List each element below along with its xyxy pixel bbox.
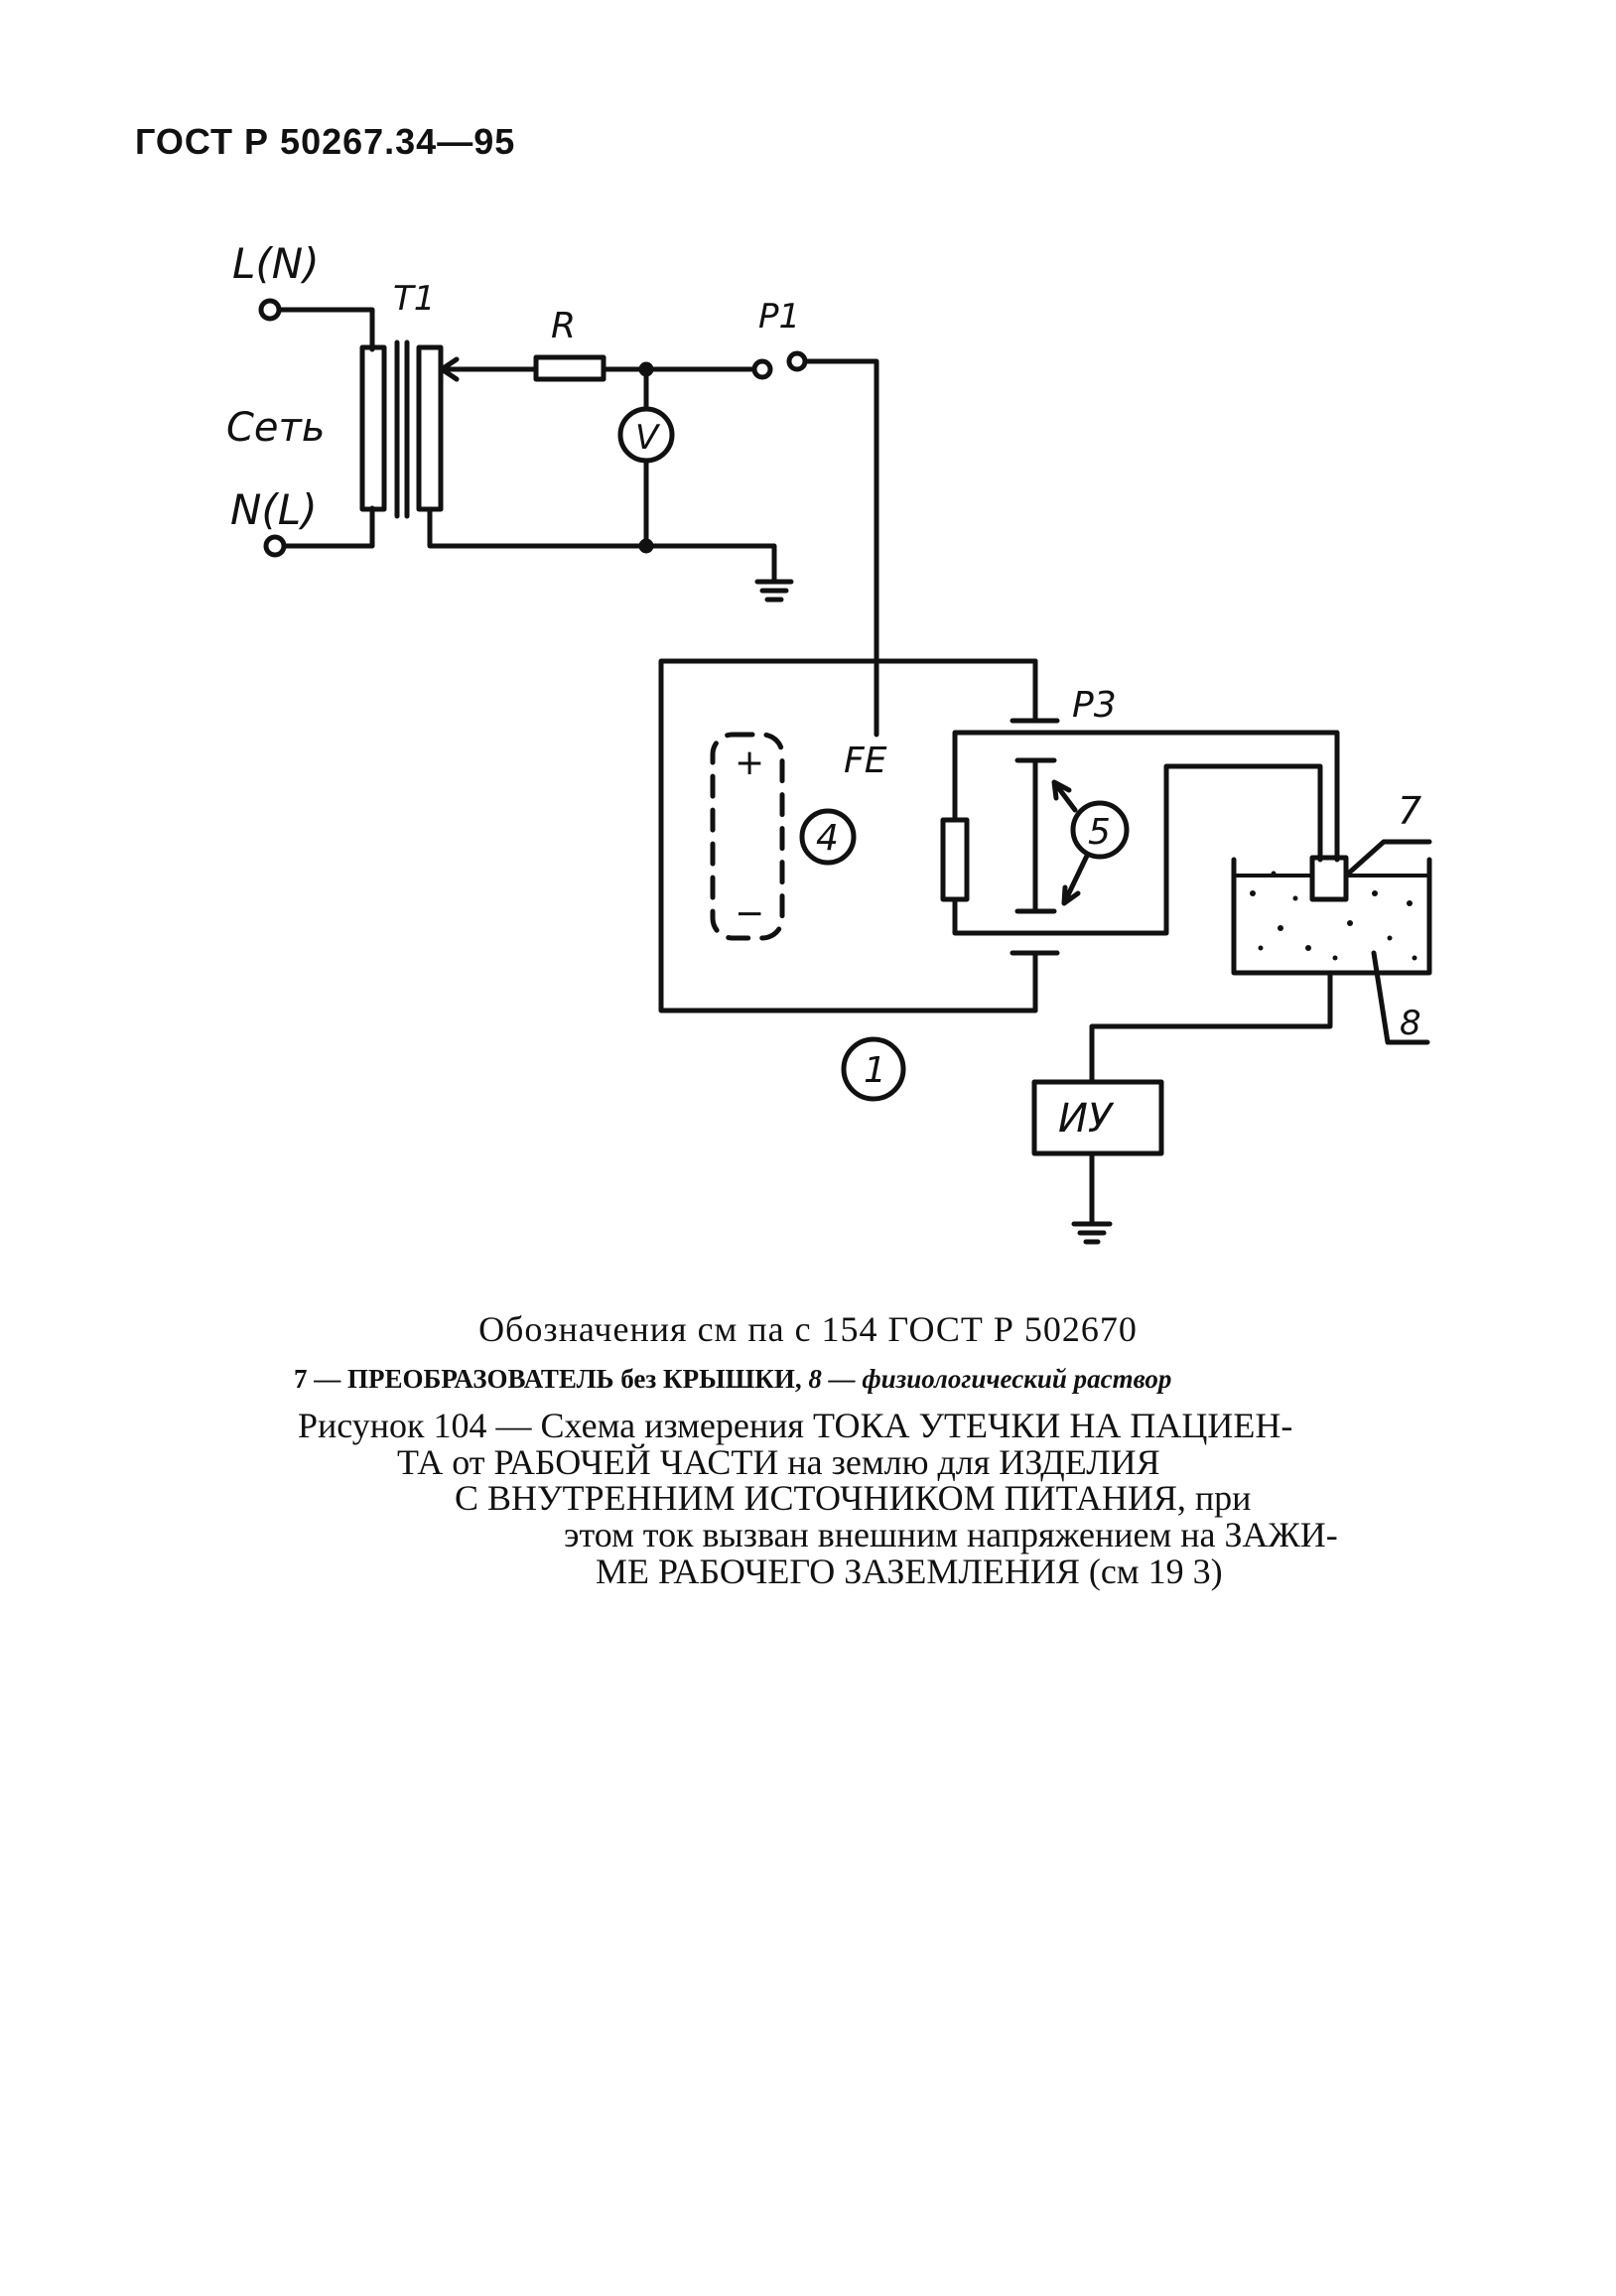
label-mains: Сеть — [226, 405, 325, 451]
label-l-n: L(N) — [232, 239, 320, 288]
wire-applied-part-return — [1032, 763, 1323, 936]
symbol-5-circle — [1070, 800, 1130, 860]
saline-dots — [1250, 871, 1417, 961]
figure-caption-line-4: этом ток вызван внешним напряжением на З… — [564, 1515, 1338, 1555]
legend-item-8: 8 — физиологический раствор — [808, 1364, 1172, 1394]
wire-p1-to-fe — [802, 358, 879, 738]
symbol-1-circle — [841, 1036, 906, 1102]
figure-caption-line-1: Рисунок 104 — Схема измерения ТОКА УТЕЧК… — [298, 1406, 1293, 1445]
label-fe: FE — [844, 741, 887, 781]
transformer-secondary — [416, 344, 444, 512]
measuring-device-box — [1031, 1079, 1164, 1156]
wire-saline-to-iu — [1089, 970, 1333, 1085]
equipment-enclosure — [658, 658, 1038, 1013]
figure-caption-line-2: ТА от РАБОЧЕЙ ЧАСТИ на землю для ИЗДЕЛИЯ — [397, 1441, 1160, 1482]
label-minus: − — [735, 893, 764, 934]
label-p3: P3 — [1072, 685, 1117, 726]
ground-symbol-top — [754, 568, 794, 603]
wire-p3-to-transducer — [1032, 730, 1340, 863]
designations-note: Обозначения см па с 154 ГОСТ Р 502670 — [478, 1309, 1138, 1349]
applied-part-resistor — [940, 817, 970, 902]
junction-node-bottom — [638, 538, 654, 554]
tap-arrowhead — [439, 356, 460, 382]
applied-part-loop-bottom — [952, 896, 1038, 936]
figure-caption-line-3: С ВНУТРЕННИМ ИСТОЧНИКОМ ПИТАНИЯ, при — [455, 1478, 1252, 1519]
document-code-header: ГОСТ Р 50267.34—95 — [135, 121, 516, 162]
label-r: R — [551, 306, 576, 346]
legend-item-7: 7 — ПРЕОБРАЗОВАТЕЛЬ без КРЫШКИ, — [294, 1364, 802, 1394]
figure-caption-line-5: МЕ РАБОЧЕГО ЗАЗЕМЛЕНИЯ (см 19 3) — [596, 1551, 1223, 1591]
wire-mains-top — [276, 307, 375, 352]
symbol-5-arrow-bottom — [1061, 853, 1090, 906]
label-n-l: N(L) — [230, 485, 318, 534]
label-iu: ИУ — [1058, 1096, 1115, 1142]
switch-p1-contact-left — [751, 358, 773, 380]
figure-caption: Рисунок 104 — Схема измерения ТОКА УТЕЧК… — [298, 1408, 1459, 1590]
mains-terminal-bottom — [263, 534, 287, 558]
label-7: 7 — [1398, 789, 1421, 833]
transducer-7-leader — [1343, 839, 1432, 878]
internal-power-source — [710, 732, 785, 941]
label-p1: P1 — [758, 297, 800, 337]
legend-line: 7 — ПРЕОБРАЗОВАТЕЛЬ без КРЫШКИ, 8 — физи… — [294, 1364, 1171, 1395]
label-5: 5 — [1088, 812, 1111, 853]
transducer-7 — [1309, 855, 1349, 902]
label-1: 1 — [864, 1050, 886, 1091]
resistor-r — [533, 354, 606, 382]
label-8: 8 — [1400, 1004, 1421, 1043]
leakage-current-schematic: L(N) N(L) Сеть T1 R P1 V FE P3 + − ИУ 1 … — [226, 239, 1432, 1245]
ground-symbol-bottom — [1071, 1221, 1113, 1245]
wire-mains-bottom — [281, 505, 375, 549]
transformer-primary — [359, 344, 387, 512]
label-t1: T1 — [393, 279, 435, 319]
label-4: 4 — [816, 818, 839, 859]
saline-8-leader — [1371, 950, 1430, 1045]
symbol-5-arrow-top — [1051, 779, 1078, 813]
wire-secondary-bottom — [427, 506, 777, 574]
label-plus: + — [735, 743, 764, 783]
mains-terminal-top — [258, 298, 282, 322]
label-voltmeter: V — [635, 418, 661, 458]
symbol-4-circle — [799, 808, 857, 866]
applied-part-loop — [952, 730, 1038, 823]
